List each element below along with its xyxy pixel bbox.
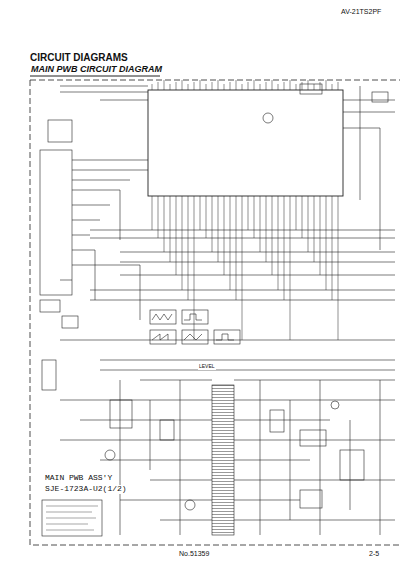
ic-pin — [326, 196, 327, 290]
ic-body — [148, 90, 343, 196]
ic-pin — [152, 196, 153, 230]
ic-pin — [182, 80, 183, 90]
ic-pin — [308, 80, 309, 90]
ic-pin — [218, 196, 219, 262]
board-border — [30, 80, 400, 545]
ic-pin — [206, 196, 207, 238]
ic-pin — [218, 80, 219, 90]
ic-pin — [320, 82, 321, 90]
page-number: No.51359 — [178, 550, 210, 558]
ic-pin — [290, 196, 291, 340]
ic-pin — [266, 82, 267, 90]
ic-pin — [176, 196, 177, 275]
ic-pin — [170, 84, 171, 90]
ic-pin — [260, 196, 261, 252]
ic-pin — [206, 84, 207, 90]
ic-pin — [290, 80, 291, 90]
ic-pin — [320, 196, 321, 275]
board-name: MAIN PWB ASS'Y — [44, 474, 113, 483]
ic-pin — [230, 196, 231, 290]
ic-pin — [332, 84, 333, 90]
ic-pin — [230, 82, 231, 90]
ic-pin — [212, 196, 213, 252]
ic-pin — [272, 80, 273, 90]
ic-pin — [224, 84, 225, 90]
section-title: MAIN PWB CIRCUIT DIAGRAM — [30, 65, 163, 75]
ic-pin — [314, 84, 315, 90]
ic-pin — [254, 80, 255, 90]
ic-pin — [278, 196, 279, 290]
ic-pin — [338, 196, 339, 340]
ic-pin — [284, 196, 285, 300]
ic-pin — [200, 80, 201, 90]
ic-pin — [176, 82, 177, 90]
ic-pin — [188, 84, 189, 90]
ic-pin — [164, 196, 165, 252]
ic-pin — [236, 196, 237, 300]
connector-strip — [212, 385, 234, 535]
ic-pin — [194, 196, 195, 340]
page-title: CIRCUIT DIAGRAMS — [30, 52, 128, 63]
ic-pin — [158, 82, 159, 90]
ic-pin — [242, 196, 243, 340]
ic-pin — [296, 196, 297, 230]
ic-pin — [326, 80, 327, 90]
ic-pin — [152, 84, 153, 90]
ic-pin — [242, 84, 243, 90]
ic-pin — [332, 196, 333, 300]
ic-pin — [272, 196, 273, 275]
signal-name: LEVEL — [198, 364, 216, 370]
ic-pin — [302, 196, 303, 238]
ic-pin — [338, 82, 339, 90]
ic-pin — [194, 82, 195, 90]
model-number: AV-21TS2PF — [340, 8, 382, 16]
ic-pin — [302, 82, 303, 90]
part-number: SJE-1723A-U2(1/2) — [44, 485, 128, 494]
ic-pin — [296, 84, 297, 90]
page-number: 2-5 — [368, 550, 380, 558]
ic-pin — [284, 82, 285, 90]
ic-pin — [254, 196, 255, 238]
ic-pin — [278, 84, 279, 90]
ic-pin — [182, 196, 183, 290]
ic-pin — [308, 196, 309, 252]
ic-pin — [248, 82, 249, 90]
ic-pin — [164, 80, 165, 90]
ic-pin — [188, 196, 189, 300]
ic-pin — [212, 82, 213, 90]
ic-pin — [158, 196, 159, 238]
ic-pin — [236, 80, 237, 90]
ic-pin — [200, 196, 201, 230]
ic-pin — [248, 196, 249, 230]
ic-pin — [314, 196, 315, 262]
ic-pin — [170, 196, 171, 262]
ic-pin — [260, 84, 261, 90]
ic-pin — [224, 196, 225, 275]
ic-pin — [266, 196, 267, 262]
